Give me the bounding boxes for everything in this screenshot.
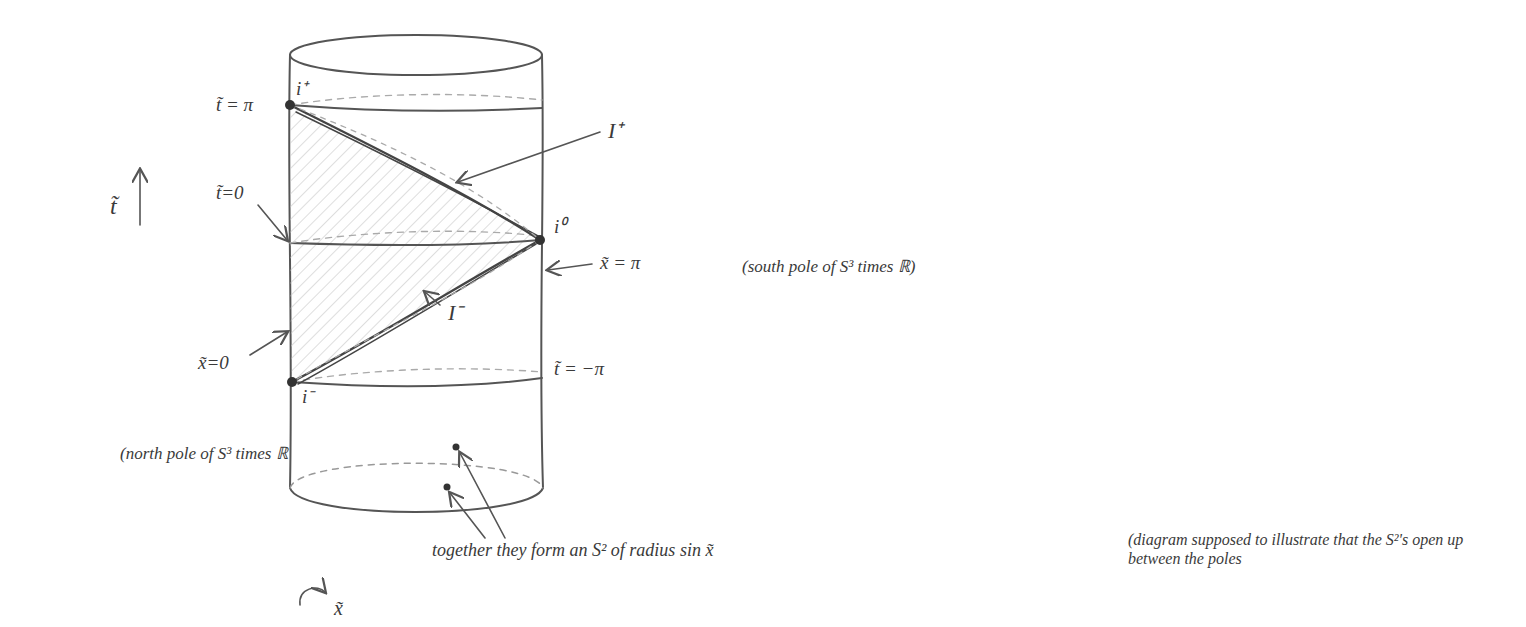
- scri-label: I⁻: [446, 300, 464, 326]
- slices: [290, 95, 542, 387]
- cylinder: [289, 35, 543, 512]
- axis-label: x̃: [332, 596, 345, 620]
- minkowski-region: [290, 105, 540, 382]
- axis-label: t̃: [108, 192, 119, 221]
- edge-label: x̃ = π: [598, 252, 642, 275]
- note: (diagram supposed to illustrate that the…: [1126, 530, 1520, 568]
- scri-label: I⁺: [606, 118, 624, 144]
- points: [285, 100, 545, 491]
- slice-label: t̃ = −π: [552, 358, 606, 381]
- note: together they form an S² of radius sin x…: [430, 540, 715, 562]
- leader-lines: [140, 132, 600, 605]
- note: (north pole of S³ times ℝ: [118, 444, 290, 464]
- point-label: i⁻: [300, 386, 315, 409]
- point-label: i⁺: [294, 78, 309, 101]
- note: (south pole of S³ times ℝ): [740, 257, 917, 277]
- slice-label: t̃ = π: [214, 94, 255, 117]
- edge-label: x̃=0: [196, 352, 231, 375]
- null-infinity: [290, 105, 540, 384]
- point-label: i⁰: [552, 216, 568, 239]
- slice-label: t̃=0: [214, 182, 246, 205]
